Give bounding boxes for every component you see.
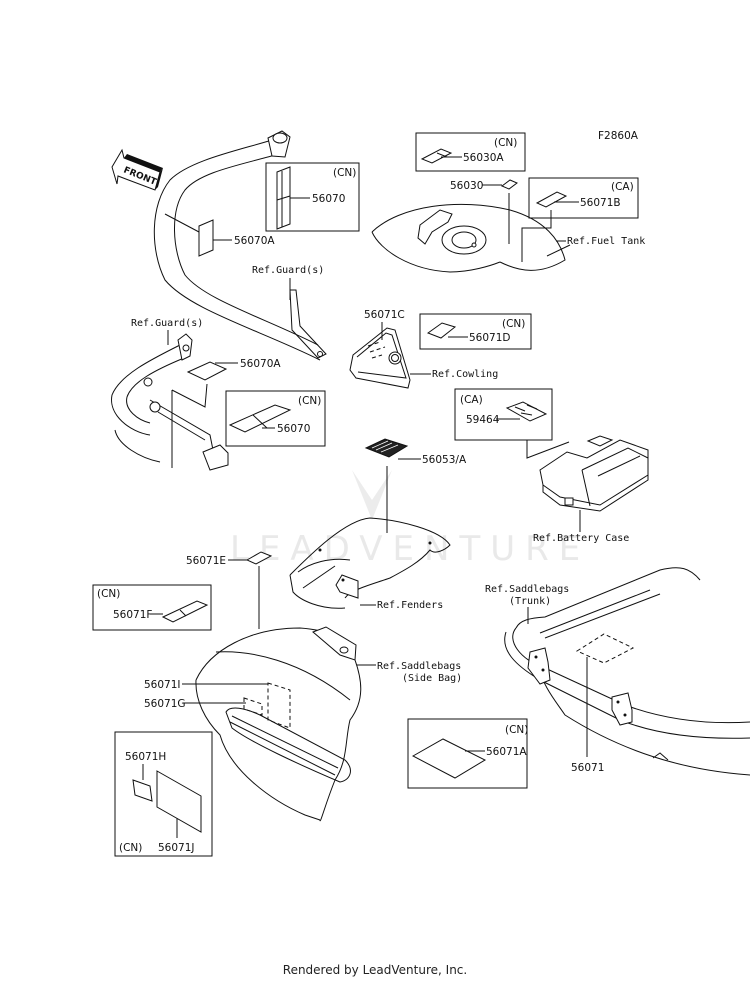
part-label-56071: 56071 [571,762,604,774]
ref-fenders: Ref.Fenders [377,600,443,611]
ref-fuel-tank: Ref.Fuel Tank [567,236,645,247]
engine-guard-upper [153,130,327,361]
part-label-56071G: 56071G [144,698,186,710]
callout-box-56030A-cn: (CN) 56030A [415,132,526,172]
battery-case [539,435,649,512]
region-tag-cn: (CN) [298,395,321,407]
part-label-56030A: 56030A [463,152,504,164]
ref-saddlebags-side-line2: (Side Bag) [402,673,462,684]
callout-box-59464-ca: (CA) 59464 [454,388,570,459]
watermark: LEADVENTURE [230,470,590,569]
part-label-56071F: 56071F [113,609,152,621]
cowling [349,327,411,389]
region-tag-ca: (CA) [611,181,634,193]
watermark-text: LEADVENTURE [230,529,590,569]
part-label-56071H: 56071H [125,751,166,763]
region-tag-cn: (CN) [502,318,525,330]
callout-box-56071D-cn: (CN) 56071D [419,313,532,350]
region-tag-cn: (CN) [505,724,528,736]
ref-saddlebags-side-line1: Ref.Saddlebags [377,661,461,672]
ref-guards-lower: Ref.Guard(s) [131,318,203,329]
ref-saddlebags-trunk-line2: (Trunk) [509,596,551,607]
callout-box-56071H-J-cn: 56071H 56071J (CN) [114,731,213,857]
decal-56071E [245,551,273,565]
callout-box-56071A-cn: (CN) 56071A [407,718,528,789]
engine-guard-lower [111,333,229,471]
part-label-56071A: 56071A [486,746,527,758]
figure-id: F2860A [598,130,639,142]
region-tag-cn: (CN) [119,842,142,854]
part-label-56071I: 56071I [144,679,181,691]
saddlebag-side [195,626,362,822]
fuel-tank [371,203,571,273]
watermark-logo-icon [352,470,392,520]
footer-credit: Rendered by LeadVenture, Inc. [282,963,468,977]
part-label-56070: 56070 [312,193,345,205]
ref-guards-upper: Ref.Guard(s) [252,265,324,276]
decal-56053A [364,438,409,458]
region-tag-ca: (CA) [460,394,483,406]
ref-saddlebags-trunk-line1: Ref.Saddlebags [485,584,569,595]
part-label-56053A: 56053/A [422,454,467,466]
part-label-56070A-lower: 56070A [240,358,281,370]
part-label-56071J: 56071J [158,842,195,854]
decal-56030 [501,179,518,190]
callout-box-56071B-ca: (CA) 56071B [521,177,639,262]
saddlebag-trunk [504,567,750,776]
ref-cowling: Ref.Cowling [432,369,498,380]
region-tag-cn: (CN) [333,167,356,179]
decal-56070A-lower [186,361,228,381]
front-arrow-icon: FRONT [111,148,163,191]
region-tag-cn: (CN) [494,137,517,149]
callout-box-56070-cn-lower: (CN) 56070 [225,390,326,447]
part-label-56071B: 56071B [580,197,621,209]
region-tag-cn: (CN) [97,588,120,600]
part-label-56071C: 56071C [364,309,405,321]
part-label-56070A: 56070A [234,235,275,247]
part-label-59464: 59464 [466,414,500,426]
part-label-56071E: 56071E [186,555,226,567]
rear-fender [289,517,451,609]
callout-box-56071F-cn: (CN) 56071F [92,584,212,631]
callout-box-56070-cn-upper: (CN) 56070 [265,162,360,232]
decal-56070A-upper [198,219,214,257]
part-label-56070-lower: 56070 [277,423,310,435]
ref-battery-case: Ref.Battery Case [533,533,629,544]
part-label-56030: 56030 [450,180,483,192]
part-label-56071D: 56071D [469,332,511,344]
